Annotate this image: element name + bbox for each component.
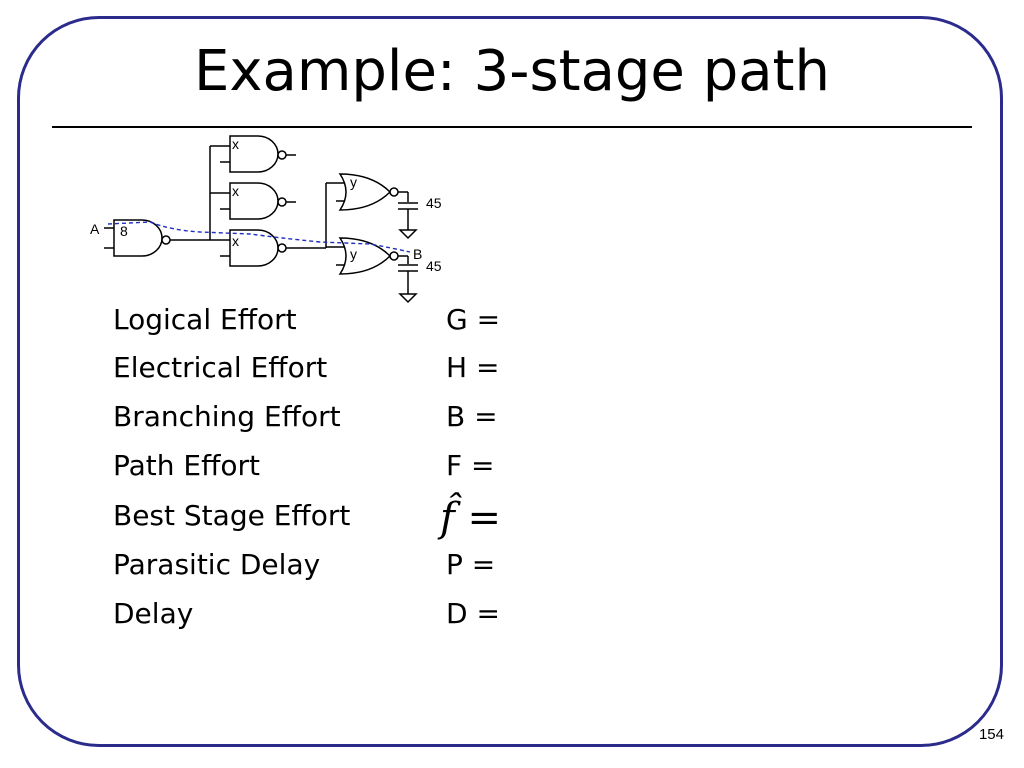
effort-label-delay: Delay (113, 597, 194, 630)
gate-size-label: 8 (120, 223, 128, 239)
effort-value-parasitic: P = (446, 548, 496, 581)
effort-label-electrical: Electrical Effort (113, 351, 328, 384)
slide-frame (17, 16, 1003, 747)
gate-size-label: x (232, 136, 239, 152)
gate-size-label: y (350, 246, 357, 262)
best-stage-effort-value: f̂ = (440, 495, 502, 541)
output-label: B (413, 246, 422, 262)
nor-gate-stage3-bottom (338, 237, 392, 275)
load-cap-label: 45 (426, 258, 442, 274)
ground-symbol (398, 293, 418, 304)
inverter-bubble (161, 235, 171, 245)
effort-value-logical: G = (446, 303, 501, 336)
effort-value-branching: B = (446, 400, 498, 433)
slide-title: Example: 3-stage path (193, 39, 830, 104)
best-stage-effort-formula: f̂ = (440, 496, 501, 540)
effort-value-path: F = (446, 449, 495, 482)
effort-value-electrical: H = (446, 351, 500, 384)
page-number: 154 (978, 726, 1004, 743)
nor-gate-stage3-top (338, 173, 392, 211)
effort-value-delay: D = (446, 597, 500, 630)
effort-label-branching: Branching Effort (113, 400, 341, 433)
gate-size-label: x (232, 183, 239, 199)
effort-label-best-stage: Best Stage Effort (113, 499, 351, 532)
gate-size-label: x (232, 233, 239, 249)
effort-label-path: Path Effort (113, 449, 261, 482)
input-label: A (90, 221, 100, 237)
nand-nor-circuit-diagram: A 8 x x x y y 45 45 B (90, 135, 442, 304)
effort-label-parasitic: Parasitic Delay (113, 548, 321, 581)
effort-label-logical: Logical Effort (113, 303, 297, 336)
title-divider (52, 126, 972, 128)
critical-path-line (107, 221, 411, 253)
gate-size-label: y (350, 174, 357, 190)
ground-symbol (398, 229, 418, 240)
load-cap-label: 45 (426, 195, 442, 211)
